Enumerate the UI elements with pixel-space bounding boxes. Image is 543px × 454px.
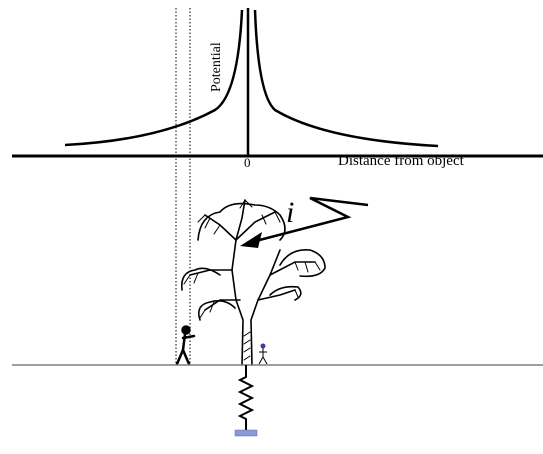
small-person — [258, 343, 268, 365]
y-axis-label: Potential — [209, 42, 224, 92]
x-axis-label: Distance from object — [338, 153, 465, 169]
lightning-bolt — [247, 196, 369, 245]
potential-curve-right — [253, 9, 439, 148]
ground-plate — [234, 429, 258, 437]
potential-curve — [64, 9, 244, 147]
origin-label: 0 — [244, 155, 251, 170]
tree — [180, 199, 326, 366]
ground-resistance-symbol — [237, 365, 255, 430]
lightning-arrowhead — [240, 232, 262, 248]
current-symbol: i — [286, 196, 294, 229]
person-near-tree — [175, 325, 196, 366]
